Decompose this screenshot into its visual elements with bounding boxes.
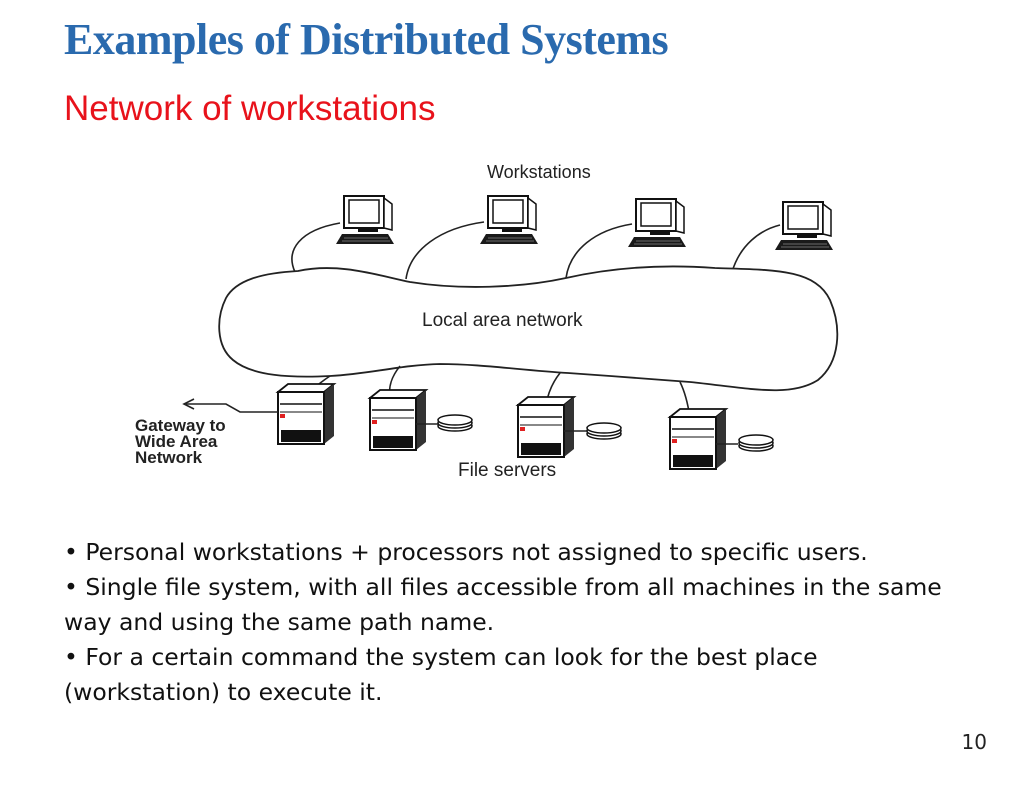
bullet-item-1: • Personal workstations + processors not…: [64, 538, 868, 566]
network-diagram: Workstations Local area network File ser…: [135, 162, 839, 481]
workstation-icon-4: [774, 201, 834, 251]
slide-title: Examples of Distributed Systems: [64, 15, 669, 64]
page-number: 10: [961, 730, 987, 754]
gateway-arrow-icon: [182, 398, 278, 413]
gateway-label-line-3: Network: [135, 448, 203, 467]
disk-icon-2: [586, 422, 622, 440]
bullet-item-3: • For a certain command the system can l…: [64, 643, 818, 706]
disk-icon-3: [738, 434, 774, 452]
bullet-item-2: • Single file system, with all files acc…: [64, 573, 942, 636]
lan-label: Local area network: [422, 310, 583, 331]
disk-icon-1: [437, 414, 473, 432]
workstation-links: [291, 221, 781, 280]
workstation-icon-1: [335, 195, 395, 245]
file-server-icon-1: [277, 383, 335, 445]
file-server-icon-4: [669, 408, 727, 470]
workstation-icon-2: [479, 195, 539, 245]
slide-subtitle: Network of workstations: [64, 89, 436, 128]
lan-cloud: [218, 265, 839, 392]
file-server-icon-3: [517, 396, 575, 458]
gateway-label-line-1: Gateway to: [135, 416, 226, 435]
bullet-list: • Personal workstations + processors not…: [64, 535, 964, 710]
file-servers-label: File servers: [458, 460, 556, 481]
workstation-icon-3: [627, 198, 687, 248]
gateway-label-line-2: Wide Area: [135, 432, 218, 451]
workstations-label: Workstations: [487, 162, 591, 182]
file-server-icon-2: [369, 389, 427, 451]
